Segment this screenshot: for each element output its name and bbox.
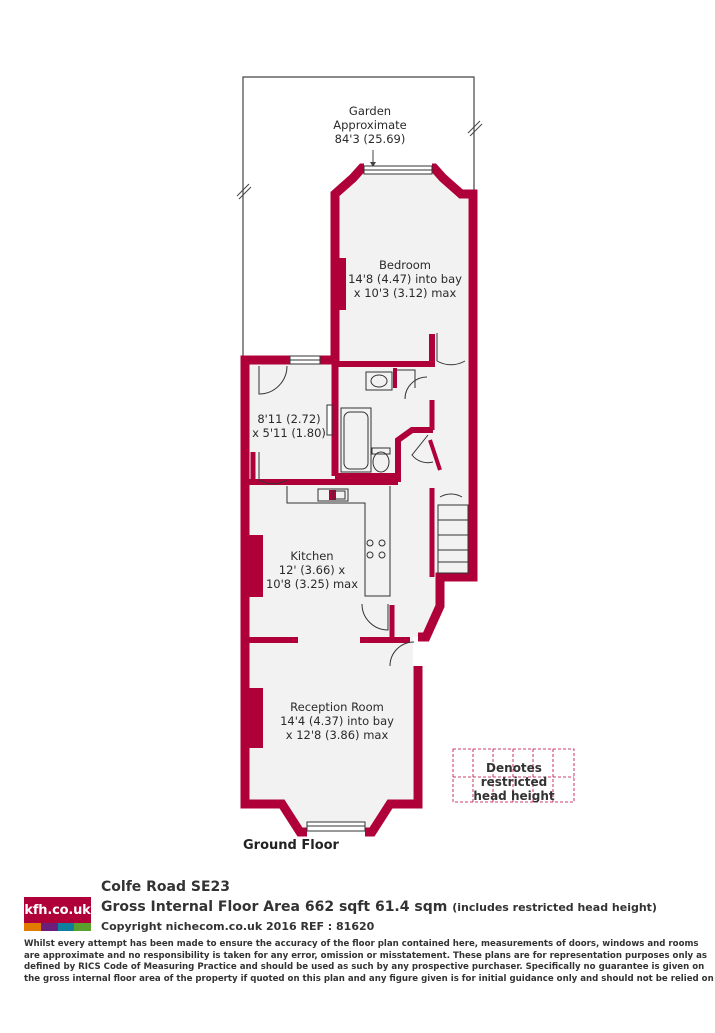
garden-area: [236, 76, 483, 356]
property-address: Colfe Road SE23: [101, 879, 231, 895]
wall-pier: [249, 688, 263, 748]
wall-segment: [330, 163, 366, 364]
small-room-label: 8'11 (2.72)x 5'11 (1.80): [252, 412, 326, 440]
wall-segment: [428, 439, 442, 471]
wall-segment: [365, 666, 423, 837]
logo-text: kfh.co.uk: [24, 897, 91, 923]
wall-pier: [249, 535, 263, 597]
area-main: Gross Internal Floor Area 662 sqft 61.4 …: [101, 899, 448, 915]
fixtures: [258, 165, 469, 832]
disclaimer-text: Whilst every attempt has been made to en…: [24, 939, 714, 984]
walls: [240, 163, 478, 837]
copyright-line: Copyright nichecom.co.uk 2016 REF : 8162…: [101, 920, 375, 933]
wall-segment: [240, 355, 307, 837]
logo-color-bars: [24, 923, 91, 931]
area-note: (includes restricted head height): [452, 901, 657, 914]
floor-fills: [249, 170, 468, 829]
floor-plan: [236, 76, 575, 837]
wall-segment: [395, 427, 433, 482]
wall-pier: [332, 258, 346, 310]
wall-segment: [418, 163, 478, 642]
restricted-height-legend-text: Denotes restricted head height: [473, 761, 555, 803]
floor-title: Ground Floor: [243, 838, 339, 853]
wall-segment: [335, 334, 435, 367]
kfh-logo: kfh.co.uk: [24, 897, 91, 931]
gross-internal-area: Gross Internal Floor Area 662 sqft 61.4 …: [101, 899, 657, 915]
restricted-height-legend: [452, 748, 575, 803]
